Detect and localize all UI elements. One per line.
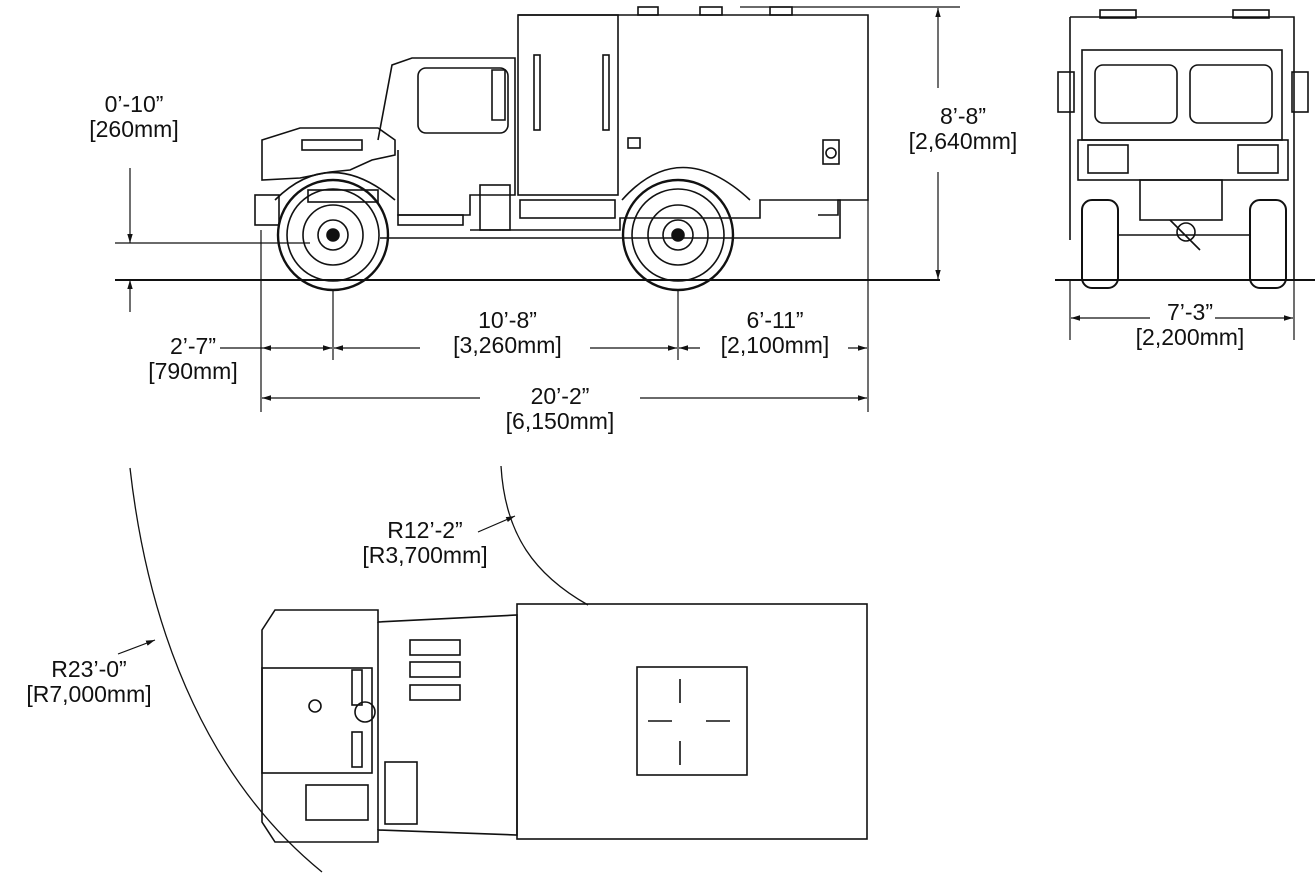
windshield-right — [1189, 64, 1273, 124]
overall-length-metric: [6,150mm] — [505, 408, 615, 434]
overall-length-imperial: 20’-2” — [530, 383, 590, 409]
headlight-left — [1087, 144, 1129, 174]
ground-clearance-imperial: 0’-10” — [104, 91, 164, 117]
outer-radius-leader — [117, 639, 156, 655]
roof-hatch — [636, 666, 748, 776]
fuel-tank — [519, 199, 616, 219]
chassis-frame — [380, 199, 841, 239]
hood — [254, 127, 396, 226]
bumper — [1077, 139, 1289, 181]
vent-1 — [409, 639, 461, 656]
rear-overhang-imperial: 6’-11” — [746, 307, 804, 333]
front-overhang-label: 2’-7” [790mm] — [128, 334, 258, 384]
front-tire-left — [1081, 199, 1119, 289]
windshield-left — [1094, 64, 1178, 124]
front-overhang-metric: [790mm] — [148, 358, 238, 384]
vent-3 — [409, 684, 461, 701]
wheelbase-imperial: 10’-8” — [478, 307, 537, 333]
rear-overhang-metric: [2,100mm] — [720, 332, 830, 358]
overall-width-imperial: 7’-3” — [1166, 299, 1213, 325]
overall-length-label: 20’-2” [6,150mm] — [485, 384, 635, 434]
overall-width-label: 7’-3” [2,200mm] — [1115, 300, 1265, 350]
overall-height-metric: [2,640mm] — [908, 128, 1018, 154]
front-cab — [1081, 49, 1283, 141]
extension-lines — [260, 200, 869, 412]
top-view — [117, 465, 868, 873]
front-view — [1055, 9, 1315, 340]
overall-width-metric: [2,200mm] — [1135, 324, 1245, 350]
front-wheel — [276, 178, 390, 292]
control-panel — [384, 761, 418, 825]
side-view — [115, 6, 960, 412]
front-overhang-imperial: 2’-7” — [169, 333, 216, 359]
hood-panel — [261, 667, 373, 774]
mirror-right — [1291, 71, 1309, 113]
front-fender — [274, 171, 396, 201]
overall-height-label: 8’-8” [2,640mm] — [888, 104, 1038, 154]
mirror-left — [1057, 71, 1075, 113]
wheelbase-label: 10’-8” [3,260mm] — [425, 308, 590, 358]
overall-height-imperial: 8’-8” — [939, 103, 986, 129]
side-grille-1 — [351, 669, 363, 706]
step-box — [479, 184, 511, 231]
axle — [1118, 219, 1250, 251]
grille — [1139, 179, 1223, 221]
differential — [1176, 222, 1196, 242]
front-tire-right — [1249, 199, 1287, 289]
overall-height-dimension — [740, 6, 960, 279]
front-body — [1069, 16, 1295, 280]
inner-turning-radius-label: R12’-2” [R3,700mm] — [340, 518, 510, 568]
vent-2 — [409, 661, 461, 678]
outer-turning-radius-label: R23’-0” [R7,000mm] — [4, 657, 174, 707]
rear-fender — [621, 166, 751, 201]
cab — [377, 57, 516, 226]
cargo-roof — [516, 603, 868, 840]
rear-wheel — [621, 178, 735, 292]
ground-clearance-dimension — [115, 168, 310, 312]
side-grille-2 — [351, 731, 363, 768]
inner-turning-radius-metric: [R3,700mm] — [362, 542, 488, 568]
cargo-box — [517, 6, 869, 216]
cab-roof-outline — [261, 609, 518, 843]
ground-clearance-label: 0’-10” [260mm] — [64, 92, 204, 142]
cargo-top-right — [1232, 9, 1270, 19]
rear-overhang-label: 6’-11” [2,100mm] — [700, 308, 850, 358]
ground-clearance-metric: [260mm] — [89, 116, 179, 142]
outer-turning-arc — [129, 467, 323, 873]
cargo-top — [1099, 9, 1137, 19]
top-hatch — [305, 784, 369, 821]
inner-turning-arc — [500, 465, 589, 606]
inner-turning-radius-imperial: R12’-2” — [387, 517, 463, 543]
inner-radius-leader — [477, 515, 516, 533]
width-dimension — [1069, 280, 1295, 340]
headlight-right — [1237, 144, 1279, 174]
wheelbase-metric: [3,260mm] — [453, 332, 562, 358]
outer-turning-radius-metric: [R7,000mm] — [26, 681, 152, 707]
outer-turning-radius-imperial: R23’-0” — [51, 656, 127, 682]
